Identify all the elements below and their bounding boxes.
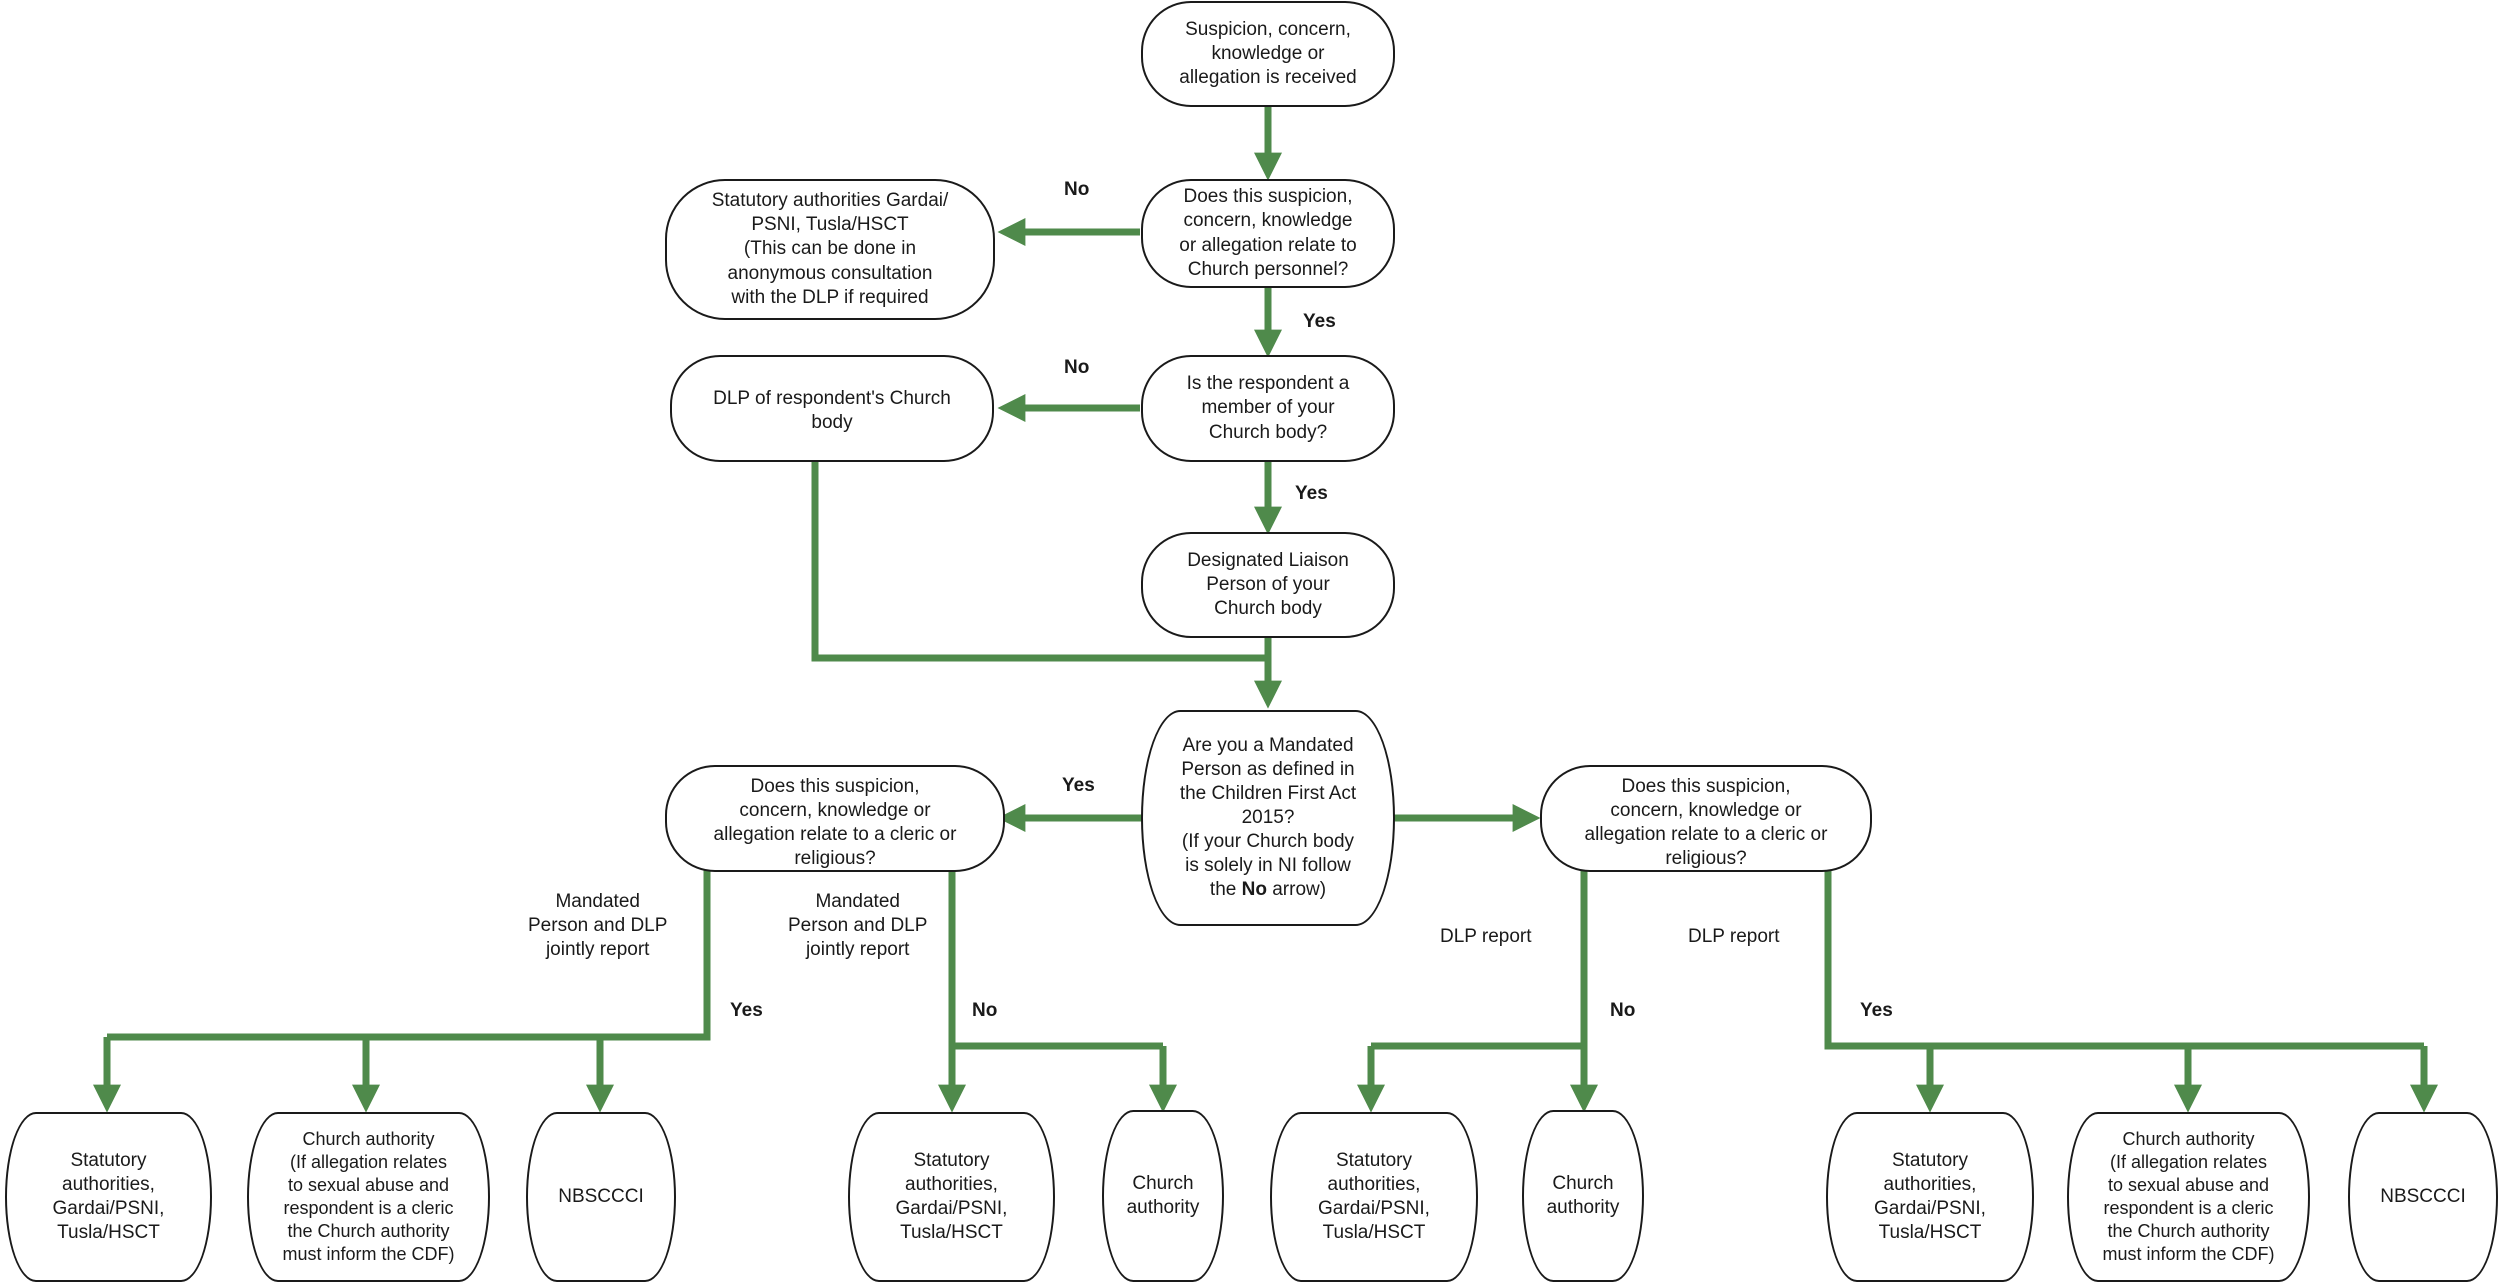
node-question-mandated-person: Are you a Mandated Person as defined in … — [1141, 710, 1395, 926]
node-b7-church-authority-text: Church authority — [1546, 1172, 1620, 1218]
node-b6-statutory: Statutory authorities, Gardai/PSNI, Tusl… — [1270, 1112, 1478, 1282]
line-dlp-respondent-route — [811, 462, 1268, 662]
node-b10-nbsccci: NBSCCCI — [2348, 1112, 2498, 1282]
node-question-respondent-member: Is the respondent a member of your Churc… — [1141, 355, 1395, 462]
line-right-yes-trunk — [1824, 870, 2424, 1050]
node-b5-church-authority-text: Church authority — [1126, 1172, 1200, 1218]
node-question-mandated-person-text: Are you a Mandated Person as defined in … — [1180, 734, 1356, 903]
node-b10-nbsccci-text: NBSCCCI — [2380, 1185, 2466, 1207]
node-dlp-respondent-church-text: DLP of respondent's Church body — [713, 388, 951, 434]
node-b4-statutory: Statutory authorities, Gardai/PSNI, Tusl… — [848, 1112, 1055, 1282]
node-question-cleric-left: Does this suspicion, concern, knowledge … — [665, 765, 1005, 872]
node-b6-statutory-text: Statutory authorities, Gardai/PSNI, Tusl… — [1318, 1149, 1430, 1244]
mandated-text-post: arrow) — [1266, 879, 1327, 901]
label-dlp-report-right: DLP report — [1688, 926, 1780, 947]
node-designated-liaison-person-text: Designated Liaison Person of your Church… — [1187, 549, 1349, 620]
label-yes-cleric-left: Yes — [730, 1000, 763, 1021]
label-no-cleric-left: No — [972, 1000, 998, 1021]
node-start-text: Suspicion, concern, knowledge or allegat… — [1179, 18, 1357, 89]
node-b7-church-authority: Church authority — [1522, 1110, 1644, 1282]
mandated-text-pre: Are you a Mandated Person as defined in … — [1179, 734, 1357, 901]
node-question-church-personnel-text: Does this suspicion, concern, knowledge … — [1179, 186, 1357, 280]
node-b2-church-authority-cdf: Church authority (If allegation relates … — [247, 1112, 490, 1282]
node-b3-nbsccci-text: NBSCCCI — [558, 1185, 644, 1207]
node-statutory-authorities-top-text: Statutory authorities Gardai/ PSNI, Tusl… — [711, 190, 949, 308]
label-yes-cleric-right: Yes — [1860, 1000, 1893, 1021]
label-yes-mandated: Yes — [1062, 775, 1095, 796]
node-b1-statutory: Statutory authorities, Gardai/PSNI, Tusl… — [5, 1112, 212, 1282]
node-b8-statutory-text: Statutory authorities, Gardai/PSNI, Tusl… — [1874, 1149, 1986, 1244]
node-b8-statutory: Statutory authorities, Gardai/PSNI, Tusl… — [1826, 1112, 2034, 1282]
node-dlp-respondent-church: DLP of respondent's Church body — [670, 355, 994, 462]
label-mandated-jointly-left: Mandated Person and DLP jointly report — [528, 891, 668, 961]
label-no-cleric-right: No — [1610, 1000, 1636, 1021]
node-question-cleric-right: Does this suspicion, concern, knowledge … — [1540, 765, 1872, 872]
node-question-church-personnel: Does this suspicion, concern, knowledge … — [1141, 179, 1395, 288]
line-left-yes-trunk — [107, 870, 711, 1041]
label-no-personnel: No — [1064, 179, 1090, 200]
node-question-cleric-left-text: Does this suspicion, concern, knowledge … — [713, 776, 957, 870]
node-question-respondent-member-text: Is the respondent a member of your Churc… — [1186, 373, 1350, 443]
mandated-text-bold: No — [1241, 879, 1267, 901]
node-start: Suspicion, concern, knowledge or allegat… — [1141, 1, 1395, 107]
node-statutory-authorities-top: Statutory authorities Gardai/ PSNI, Tusl… — [665, 179, 995, 320]
node-b4-statutory-text: Statutory authorities, Gardai/PSNI, Tusl… — [895, 1149, 1008, 1244]
label-yes-personnel: Yes — [1303, 311, 1336, 332]
label-mandated-jointly-right: Mandated Person and DLP jointly report — [788, 891, 928, 961]
node-question-cleric-right-text: Does this suspicion, concern, knowledge … — [1584, 776, 1828, 870]
label-dlp-report-left: DLP report — [1440, 926, 1532, 947]
label-yes-member: Yes — [1295, 483, 1328, 504]
node-b1-statutory-text: Statutory authorities, Gardai/PSNI, Tusl… — [52, 1149, 165, 1244]
node-b3-nbsccci: NBSCCCI — [526, 1112, 676, 1282]
label-no-member: No — [1064, 357, 1090, 378]
node-b2-church-authority-cdf-text: Church authority (If allegation relates … — [282, 1129, 455, 1264]
node-b9-church-authority-cdf-text: Church authority (If allegation relates … — [2102, 1129, 2275, 1264]
node-designated-liaison-person: Designated Liaison Person of your Church… — [1141, 532, 1395, 638]
node-b9-church-authority-cdf: Church authority (If allegation relates … — [2067, 1112, 2310, 1282]
node-b5-church-authority: Church authority — [1102, 1110, 1224, 1282]
